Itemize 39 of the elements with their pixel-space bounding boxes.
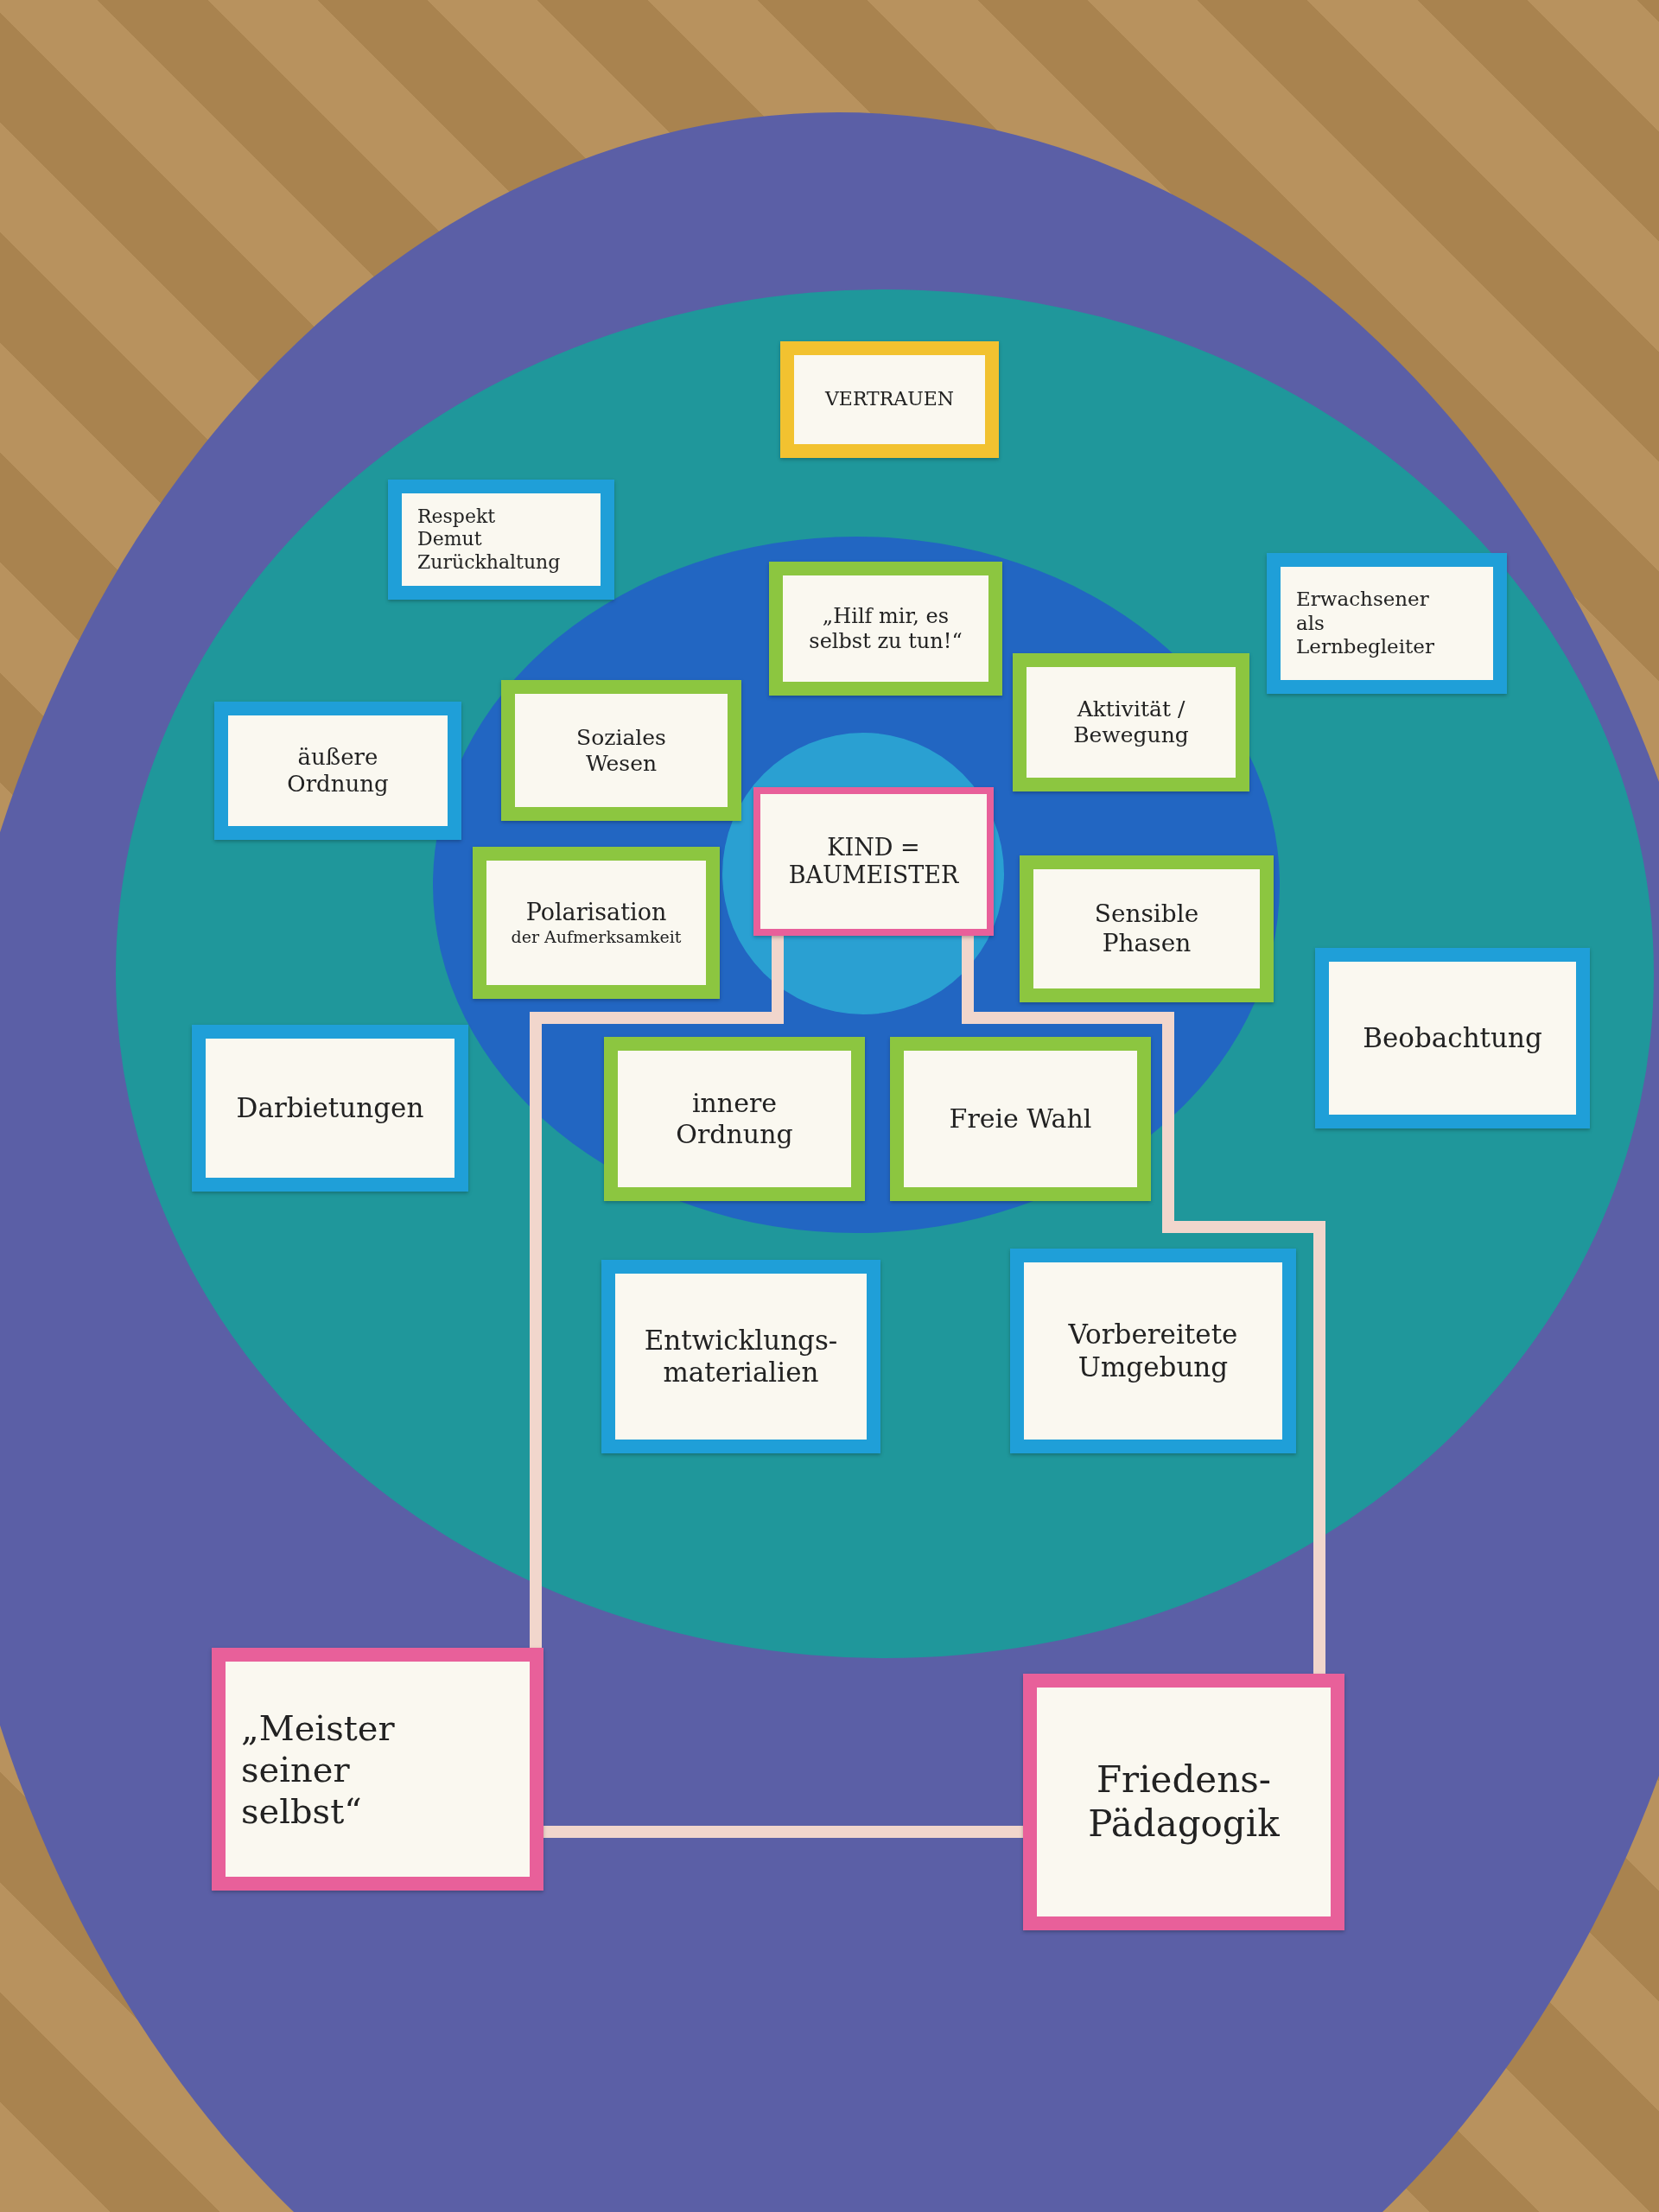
card-text: Friedens- Pädagogik xyxy=(1087,1758,1281,1846)
card-text: VERTRAUEN xyxy=(824,388,955,411)
card-text: „Meister seiner selbst“ xyxy=(241,1707,396,1832)
card-text: Vorbereitete Umgebung xyxy=(1067,1319,1239,1383)
word-card xyxy=(1010,1249,1296,1453)
word-card xyxy=(1023,1674,1344,1930)
word-card xyxy=(501,680,741,821)
ribbon-connector xyxy=(962,936,1325,1674)
word-card xyxy=(753,787,994,936)
word-card xyxy=(1013,653,1249,791)
word-card xyxy=(473,847,720,999)
word-card xyxy=(214,702,461,840)
word-card xyxy=(192,1025,468,1192)
card-text: Freie Wahl xyxy=(949,1103,1092,1135)
card-text: der Aufmerksamkeit xyxy=(511,926,682,947)
card-text: Respekt Demut Zurückhaltung xyxy=(417,505,562,575)
card-text: „Hilf mir, es selbst zu tun!“ xyxy=(808,603,963,654)
word-card xyxy=(601,1260,880,1453)
card-text: Erwachsener als Lernbegleiter xyxy=(1296,588,1435,659)
card-text: innere Ordnung xyxy=(675,1088,794,1150)
card-text: Beobachtung xyxy=(1363,1021,1542,1055)
word-card xyxy=(890,1037,1151,1201)
card-text: Entwicklungs- materialien xyxy=(643,1324,839,1389)
word-card xyxy=(1267,553,1507,694)
card-text: Polarisation xyxy=(525,899,667,927)
word-card xyxy=(1315,948,1590,1128)
ribbon-connector xyxy=(543,1826,1023,1838)
card-text: KIND = BAUMEISTER xyxy=(787,833,960,890)
card-text: Soziales Wesen xyxy=(575,724,667,777)
word-card xyxy=(769,562,1002,696)
card-text: Aktivität / Bewegung xyxy=(1072,696,1190,748)
word-card xyxy=(388,480,614,600)
card-text: Darbietungen xyxy=(236,1091,424,1125)
card-text: Sensible Phasen xyxy=(1093,899,1200,958)
card-text: äußere Ordnung xyxy=(286,743,390,798)
word-card xyxy=(604,1037,865,1201)
word-card xyxy=(780,341,999,458)
word-card xyxy=(212,1648,543,1891)
word-card xyxy=(1020,855,1274,1002)
